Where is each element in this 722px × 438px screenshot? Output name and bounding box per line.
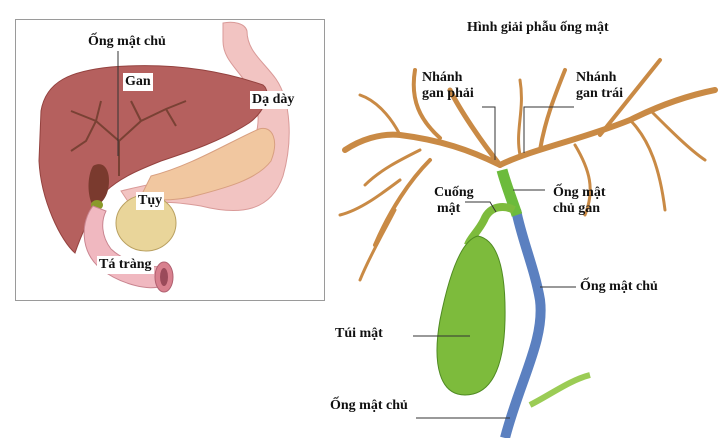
gallbladder (436, 235, 506, 396)
label-right-hepatic-branch: Nhánh gan phải (422, 70, 474, 101)
common-bile-duct (500, 209, 546, 438)
label-liver: Gan (123, 73, 153, 91)
label-left-hepatic-branch: Nhánh gan trái (576, 70, 624, 101)
label-stomach: Dạ dày (250, 91, 297, 109)
label-common-bile-duct: Ống mật chủ (88, 34, 166, 49)
label-gallbladder: Túi mật (335, 326, 383, 341)
organ-overview-panel (15, 19, 325, 301)
label-pancreas: Tụy (136, 192, 165, 210)
label-common-hepatic-duct: Ống mật chủ gan (553, 185, 606, 216)
hepatic-bile-tree (338, 58, 718, 282)
common-hepatic-duct (496, 168, 523, 217)
label-cystic-duct: Cuống mật (434, 185, 474, 216)
organ-illustration (38, 21, 290, 293)
label-common-bile-duct-upper: Ống mật chủ (580, 279, 658, 294)
diagram-title: Hình giải phẫu ống mật (467, 20, 609, 35)
liver-shape (38, 65, 268, 254)
label-common-bile-duct-lower: Ống mật chủ (330, 398, 408, 413)
label-duodenum: Tá tràng (97, 256, 154, 274)
